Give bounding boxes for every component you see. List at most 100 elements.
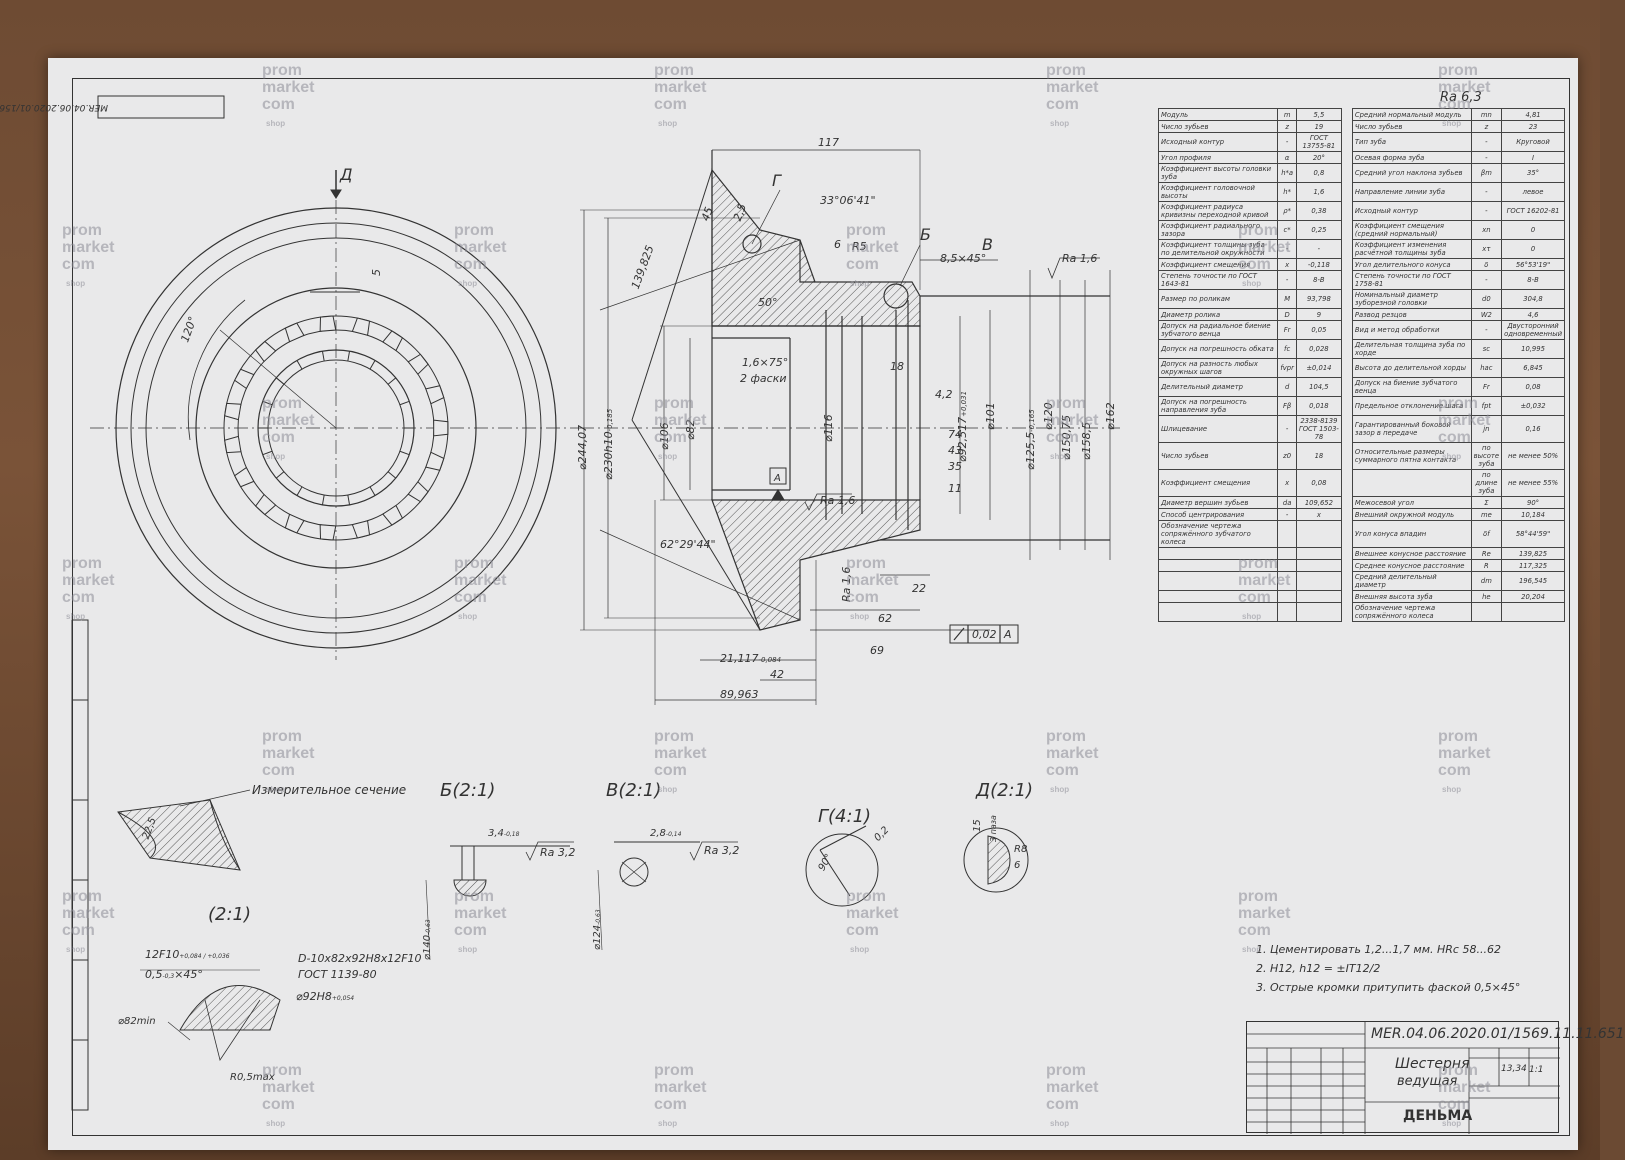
dia-230: ⌀230h10-0,185 bbox=[602, 408, 615, 480]
left-cell: 0,08 bbox=[1295, 469, 1342, 497]
section-view bbox=[580, 149, 1120, 705]
dia-106: ⌀106 bbox=[658, 422, 671, 450]
table-spacer bbox=[1341, 509, 1352, 521]
right-cell: Угол конуса впадин bbox=[1351, 520, 1472, 548]
stamp-code: МЕR.04.06.2020.01/1569.11.11.651 bbox=[1371, 1026, 1625, 1042]
note-3: 3. Острые кромки притупить фаской 0,5×45… bbox=[1256, 981, 1521, 994]
table-spacer bbox=[1341, 548, 1352, 560]
table-spacer bbox=[1341, 290, 1352, 309]
left-cell: M bbox=[1277, 289, 1297, 309]
watermark-com: com bbox=[1438, 1096, 1471, 1113]
right-cell: Номинальный диаметр зуборезной головки bbox=[1351, 289, 1472, 309]
detail-d-title: Д(2:1) bbox=[975, 780, 1033, 801]
watermark-line: market bbox=[454, 572, 507, 589]
table-spacer bbox=[1341, 109, 1352, 121]
watermark-shop: shop bbox=[658, 119, 678, 128]
angle-62: 62°29'44" bbox=[660, 538, 716, 551]
right-cell: 20,204 bbox=[1501, 590, 1565, 603]
dim-35: 35 bbox=[948, 460, 962, 473]
dia-158: ⌀158,5 bbox=[1080, 422, 1093, 460]
right-cell: Fr bbox=[1470, 377, 1503, 397]
watermark-com: com bbox=[654, 1096, 687, 1113]
table-spacer bbox=[1341, 121, 1352, 133]
spline-tooth bbox=[234, 368, 255, 390]
dia-150: ⌀150,75 bbox=[1060, 415, 1073, 460]
inner-spline-tooth bbox=[275, 377, 285, 385]
note-1: 1. Цементировать 1,2...1,7 мм. HRc 58...… bbox=[1256, 943, 1501, 956]
left-cell: Угол профиля bbox=[1157, 151, 1279, 164]
watermark-shop: shop bbox=[266, 119, 286, 128]
right-cell: Внешний окружной модуль bbox=[1351, 508, 1472, 521]
spline-spec-2: ГОСТ 1139-80 bbox=[298, 968, 377, 981]
left-cell: Коэффициент смещения bbox=[1157, 469, 1279, 497]
right-cell: 304,8 bbox=[1501, 289, 1565, 309]
table-spacer bbox=[1341, 133, 1352, 152]
table-spacer bbox=[1341, 397, 1352, 416]
spline-tooth bbox=[224, 435, 242, 454]
watermark-line: market bbox=[1046, 745, 1099, 762]
watermark-line: market bbox=[654, 412, 707, 429]
left-cell: Коэффициент головочной высоты bbox=[1157, 182, 1279, 202]
right-cell: d0 bbox=[1470, 289, 1503, 309]
detail-measuring-section bbox=[117, 789, 251, 871]
watermark-shop: shop bbox=[1242, 279, 1262, 288]
watermark-line: market bbox=[454, 905, 507, 922]
right-cell: Коэффициент изменения расчётной толщины … bbox=[1351, 239, 1472, 259]
watermark-line: market bbox=[62, 572, 115, 589]
right-cell: Среднее конусное расстояние bbox=[1351, 559, 1472, 572]
left-cell: 18 bbox=[1295, 442, 1342, 470]
left-cell bbox=[1295, 602, 1342, 622]
right-cell: Высота до делительной хорды bbox=[1351, 358, 1472, 378]
left-cell: Допуск на радиальное биение зубчатого ве… bbox=[1157, 320, 1279, 340]
right-cell: 0,16 bbox=[1501, 415, 1565, 443]
watermark-com: com bbox=[454, 589, 487, 606]
dia-101: ⌀101 bbox=[984, 402, 997, 430]
dia-116: ⌀116 bbox=[822, 414, 835, 442]
watermark-line: market bbox=[1046, 412, 1099, 429]
left-cell: 1,6 bbox=[1295, 182, 1342, 202]
left-cell: d bbox=[1277, 377, 1297, 397]
handwritten-note: ДЕНЬМА bbox=[1403, 1108, 1473, 1124]
dim-62: 62 bbox=[878, 612, 892, 625]
right-cell: Исходный контур bbox=[1351, 201, 1472, 221]
watermark-shop: shop bbox=[1442, 1119, 1462, 1128]
spline-tooth bbox=[407, 353, 429, 375]
angle-33: 33°06'41" bbox=[820, 194, 876, 207]
table-spacer bbox=[1341, 164, 1352, 183]
watermark-line: prom bbox=[1046, 1062, 1086, 1079]
watermark-line: prom bbox=[262, 1062, 302, 1079]
watermark-shop: shop bbox=[458, 612, 478, 621]
watermark-com: com bbox=[62, 256, 95, 273]
watermark-shop: shop bbox=[1442, 119, 1462, 128]
watermark-com: com bbox=[262, 762, 295, 779]
right-cell: Направление линии зуба bbox=[1351, 182, 1472, 202]
watermark-line: prom bbox=[1438, 395, 1478, 412]
inner-spline-tooth bbox=[275, 471, 285, 479]
right-cell: - bbox=[1470, 182, 1503, 202]
watermark-com: com bbox=[654, 762, 687, 779]
right-cell: hac bbox=[1470, 358, 1503, 378]
right-cell: Межосевой угол bbox=[1351, 496, 1472, 509]
dim-42: 42 bbox=[770, 668, 784, 681]
table-spacer bbox=[1341, 309, 1352, 321]
right-cell: me bbox=[1470, 508, 1503, 521]
table-spacer bbox=[1341, 259, 1352, 271]
watermark-line: market bbox=[1238, 572, 1291, 589]
watermark-shop: shop bbox=[658, 452, 678, 461]
detail-g-angle: 90° bbox=[817, 852, 835, 873]
left-cell: - bbox=[1277, 132, 1297, 152]
watermark-line: prom bbox=[262, 395, 302, 412]
left-cell: Модуль bbox=[1157, 108, 1279, 121]
